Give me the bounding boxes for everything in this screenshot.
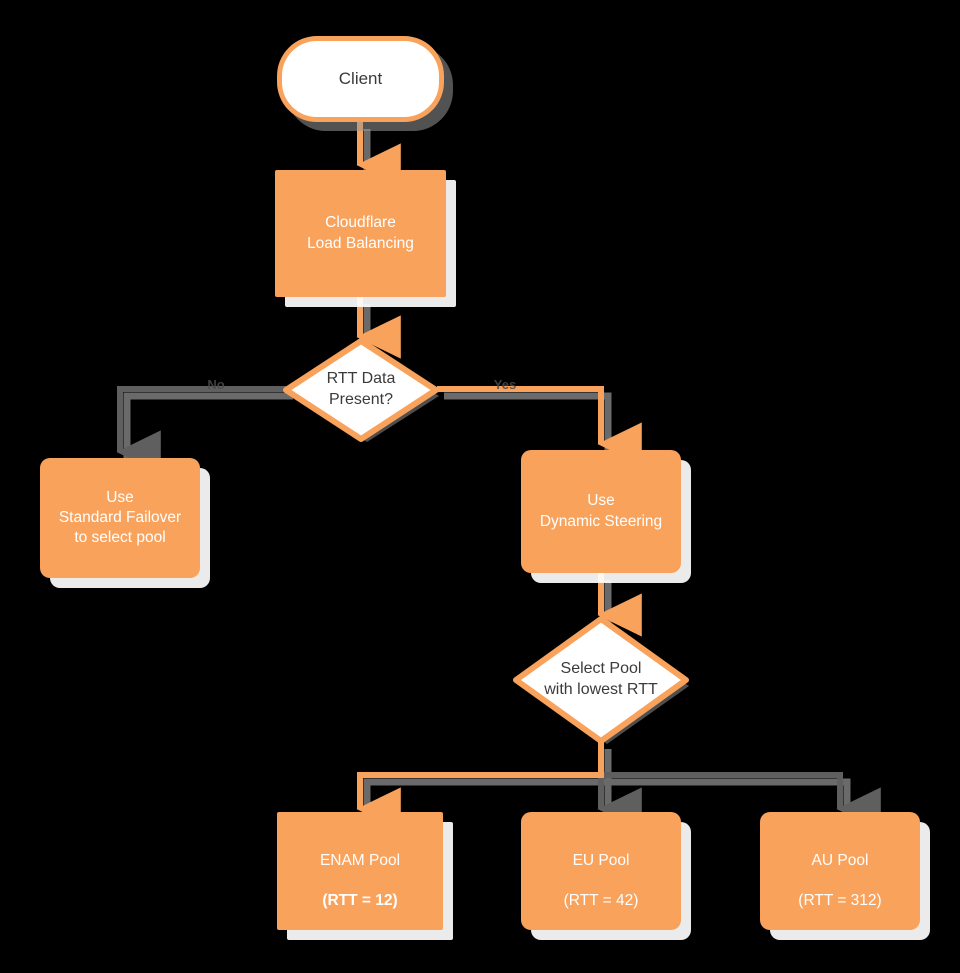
node-client[interactable]: Client [277,36,444,122]
node-load-balancing-label: Cloudflare Load Balancing [307,214,414,252]
node-client-label: Client [338,68,383,88]
edge-label-no: No [207,377,225,392]
node-dynamic-steering[interactable]: Use Dynamic Steering [521,450,681,573]
node-enam-pool-line2: (RTT = 12) [322,892,398,910]
node-select-pool[interactable]: Select Pool with lowest RTT [512,615,690,745]
node-rtt-decision[interactable]: RTT Data Present? [282,337,440,443]
node-eu-pool[interactable]: EU Pool (RTT = 42) [521,812,681,930]
rtt-decision-diamond-shape [283,338,439,442]
select-pool-diamond-shape [513,616,689,744]
edge-select-to-au-pool [601,772,881,831]
node-dynamic-steering-label: Use Dynamic Steering [539,492,663,530]
node-eu-pool-label: EU Pool (RTT = 42) [564,831,639,912]
node-load-balancing[interactable]: Cloudflare Load Balancing [275,170,446,297]
node-enam-pool[interactable]: ENAM Pool (RTT = 12) [277,812,443,930]
node-au-pool[interactable]: AU Pool (RTT = 312) [760,812,920,930]
node-enam-pool-line1: ENAM Pool [319,851,401,869]
edge-select-to-enam-pool [356,742,604,831]
node-au-pool-line2: (RTT = 312) [798,892,882,910]
edge-label-yes: Yes [493,377,517,392]
node-eu-pool-line1: EU Pool [572,851,630,869]
node-au-pool-label: AU Pool (RTT = 312) [798,831,881,912]
edge-rtt-to-dynamic-steering [437,386,642,466]
node-standard-failover-label: Use Standard Failover to select pool [58,488,182,547]
edge-rtt-to-standard-failover [116,386,286,474]
node-enam-pool-label: ENAM Pool (RTT = 12) [320,831,400,912]
node-au-pool-line1: AU Pool [811,851,869,869]
node-eu-pool-line2: (RTT = 42) [563,892,639,910]
node-standard-failover[interactable]: Use Standard Failover to select pool [40,458,200,578]
